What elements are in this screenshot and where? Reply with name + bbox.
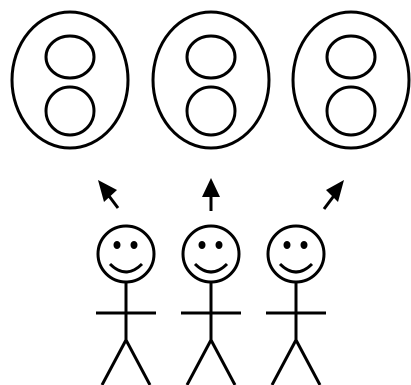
- arrow-up-right-icon: [324, 180, 344, 209]
- arrow-up-left-icon: [98, 180, 118, 208]
- right-leg: [211, 340, 235, 385]
- inner-oval-top: [327, 36, 375, 78]
- eye-right: [216, 241, 223, 249]
- inner-oval-top: [187, 36, 235, 78]
- inner-oval-bottom: [327, 87, 375, 135]
- arrow-up-icon: [202, 178, 220, 211]
- inner-oval-bottom: [187, 87, 235, 135]
- center-person: [181, 226, 241, 385]
- center-oval-pair: [153, 12, 269, 148]
- left-leg: [187, 340, 211, 385]
- head: [268, 226, 324, 282]
- head: [98, 226, 154, 282]
- eye-left: [114, 241, 121, 249]
- eye-left: [284, 241, 291, 249]
- right-leg: [126, 340, 150, 385]
- eye-left: [199, 241, 206, 249]
- left-oval-pair: [12, 12, 128, 148]
- eye-right: [131, 241, 138, 249]
- right-oval-pair: [293, 12, 409, 148]
- right-leg: [296, 340, 320, 385]
- inner-oval-top: [46, 36, 94, 78]
- left-leg: [272, 340, 296, 385]
- left-leg: [102, 340, 126, 385]
- eye-right: [301, 241, 308, 249]
- left-person: [96, 226, 156, 385]
- inner-oval-bottom: [46, 87, 94, 135]
- right-person: [266, 226, 326, 385]
- head: [183, 226, 239, 282]
